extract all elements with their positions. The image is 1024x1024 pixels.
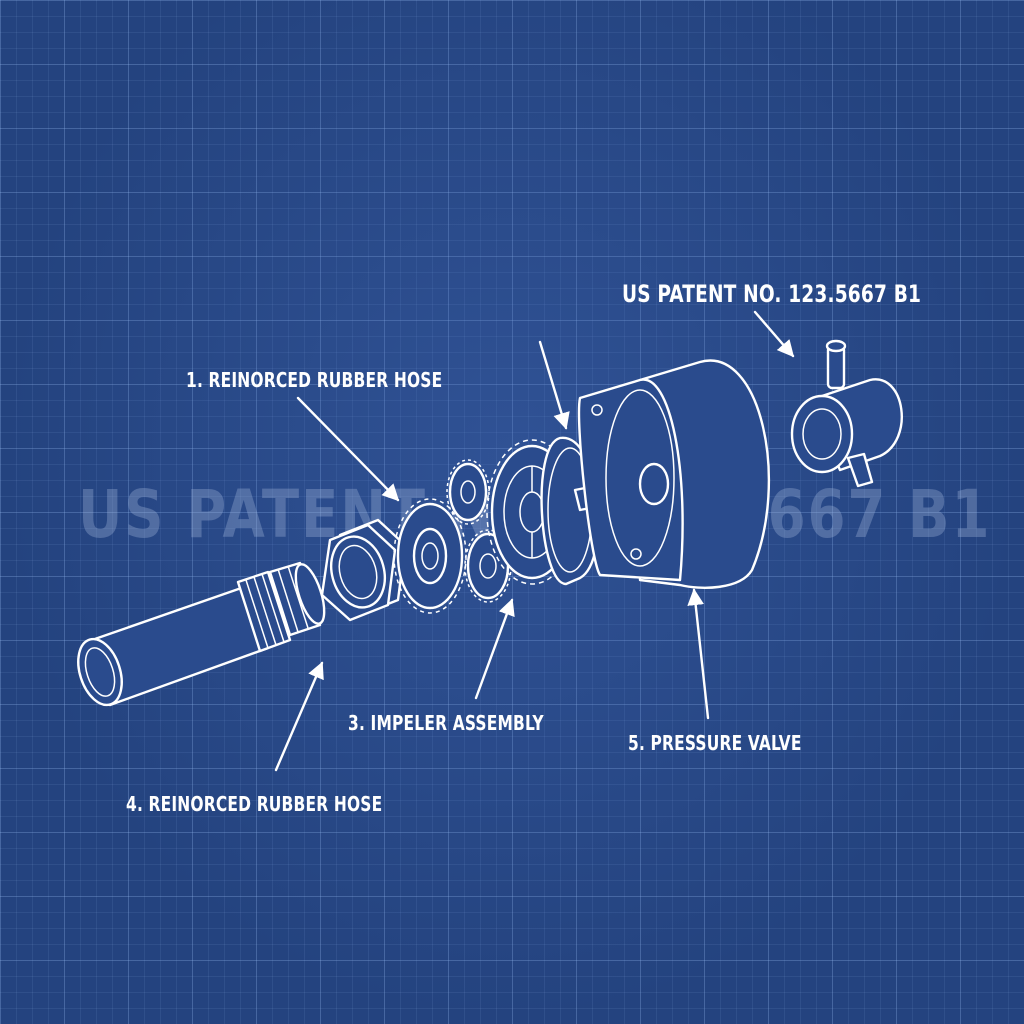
patent-number-label: US PATENT NO. 123.5667 B1 xyxy=(622,280,922,308)
callout-4-label: 4. REINORCED RUBBER HOSE xyxy=(126,792,383,816)
hex-nut-part xyxy=(320,518,407,622)
gear-left-part xyxy=(393,498,467,614)
motor-housing-part xyxy=(577,359,770,589)
valve-fitting-part xyxy=(790,339,903,488)
callout-3-label: 3. IMPELER ASSEMBLY xyxy=(348,711,544,735)
callout-1-label: 1. REINORCED RUBBER HOSE xyxy=(186,368,443,392)
hose-part xyxy=(77,561,326,707)
callout-5-label: 5. PRESSURE VALVE xyxy=(628,731,802,755)
leader-lines xyxy=(274,310,795,772)
small-gear-top-part xyxy=(446,459,490,525)
